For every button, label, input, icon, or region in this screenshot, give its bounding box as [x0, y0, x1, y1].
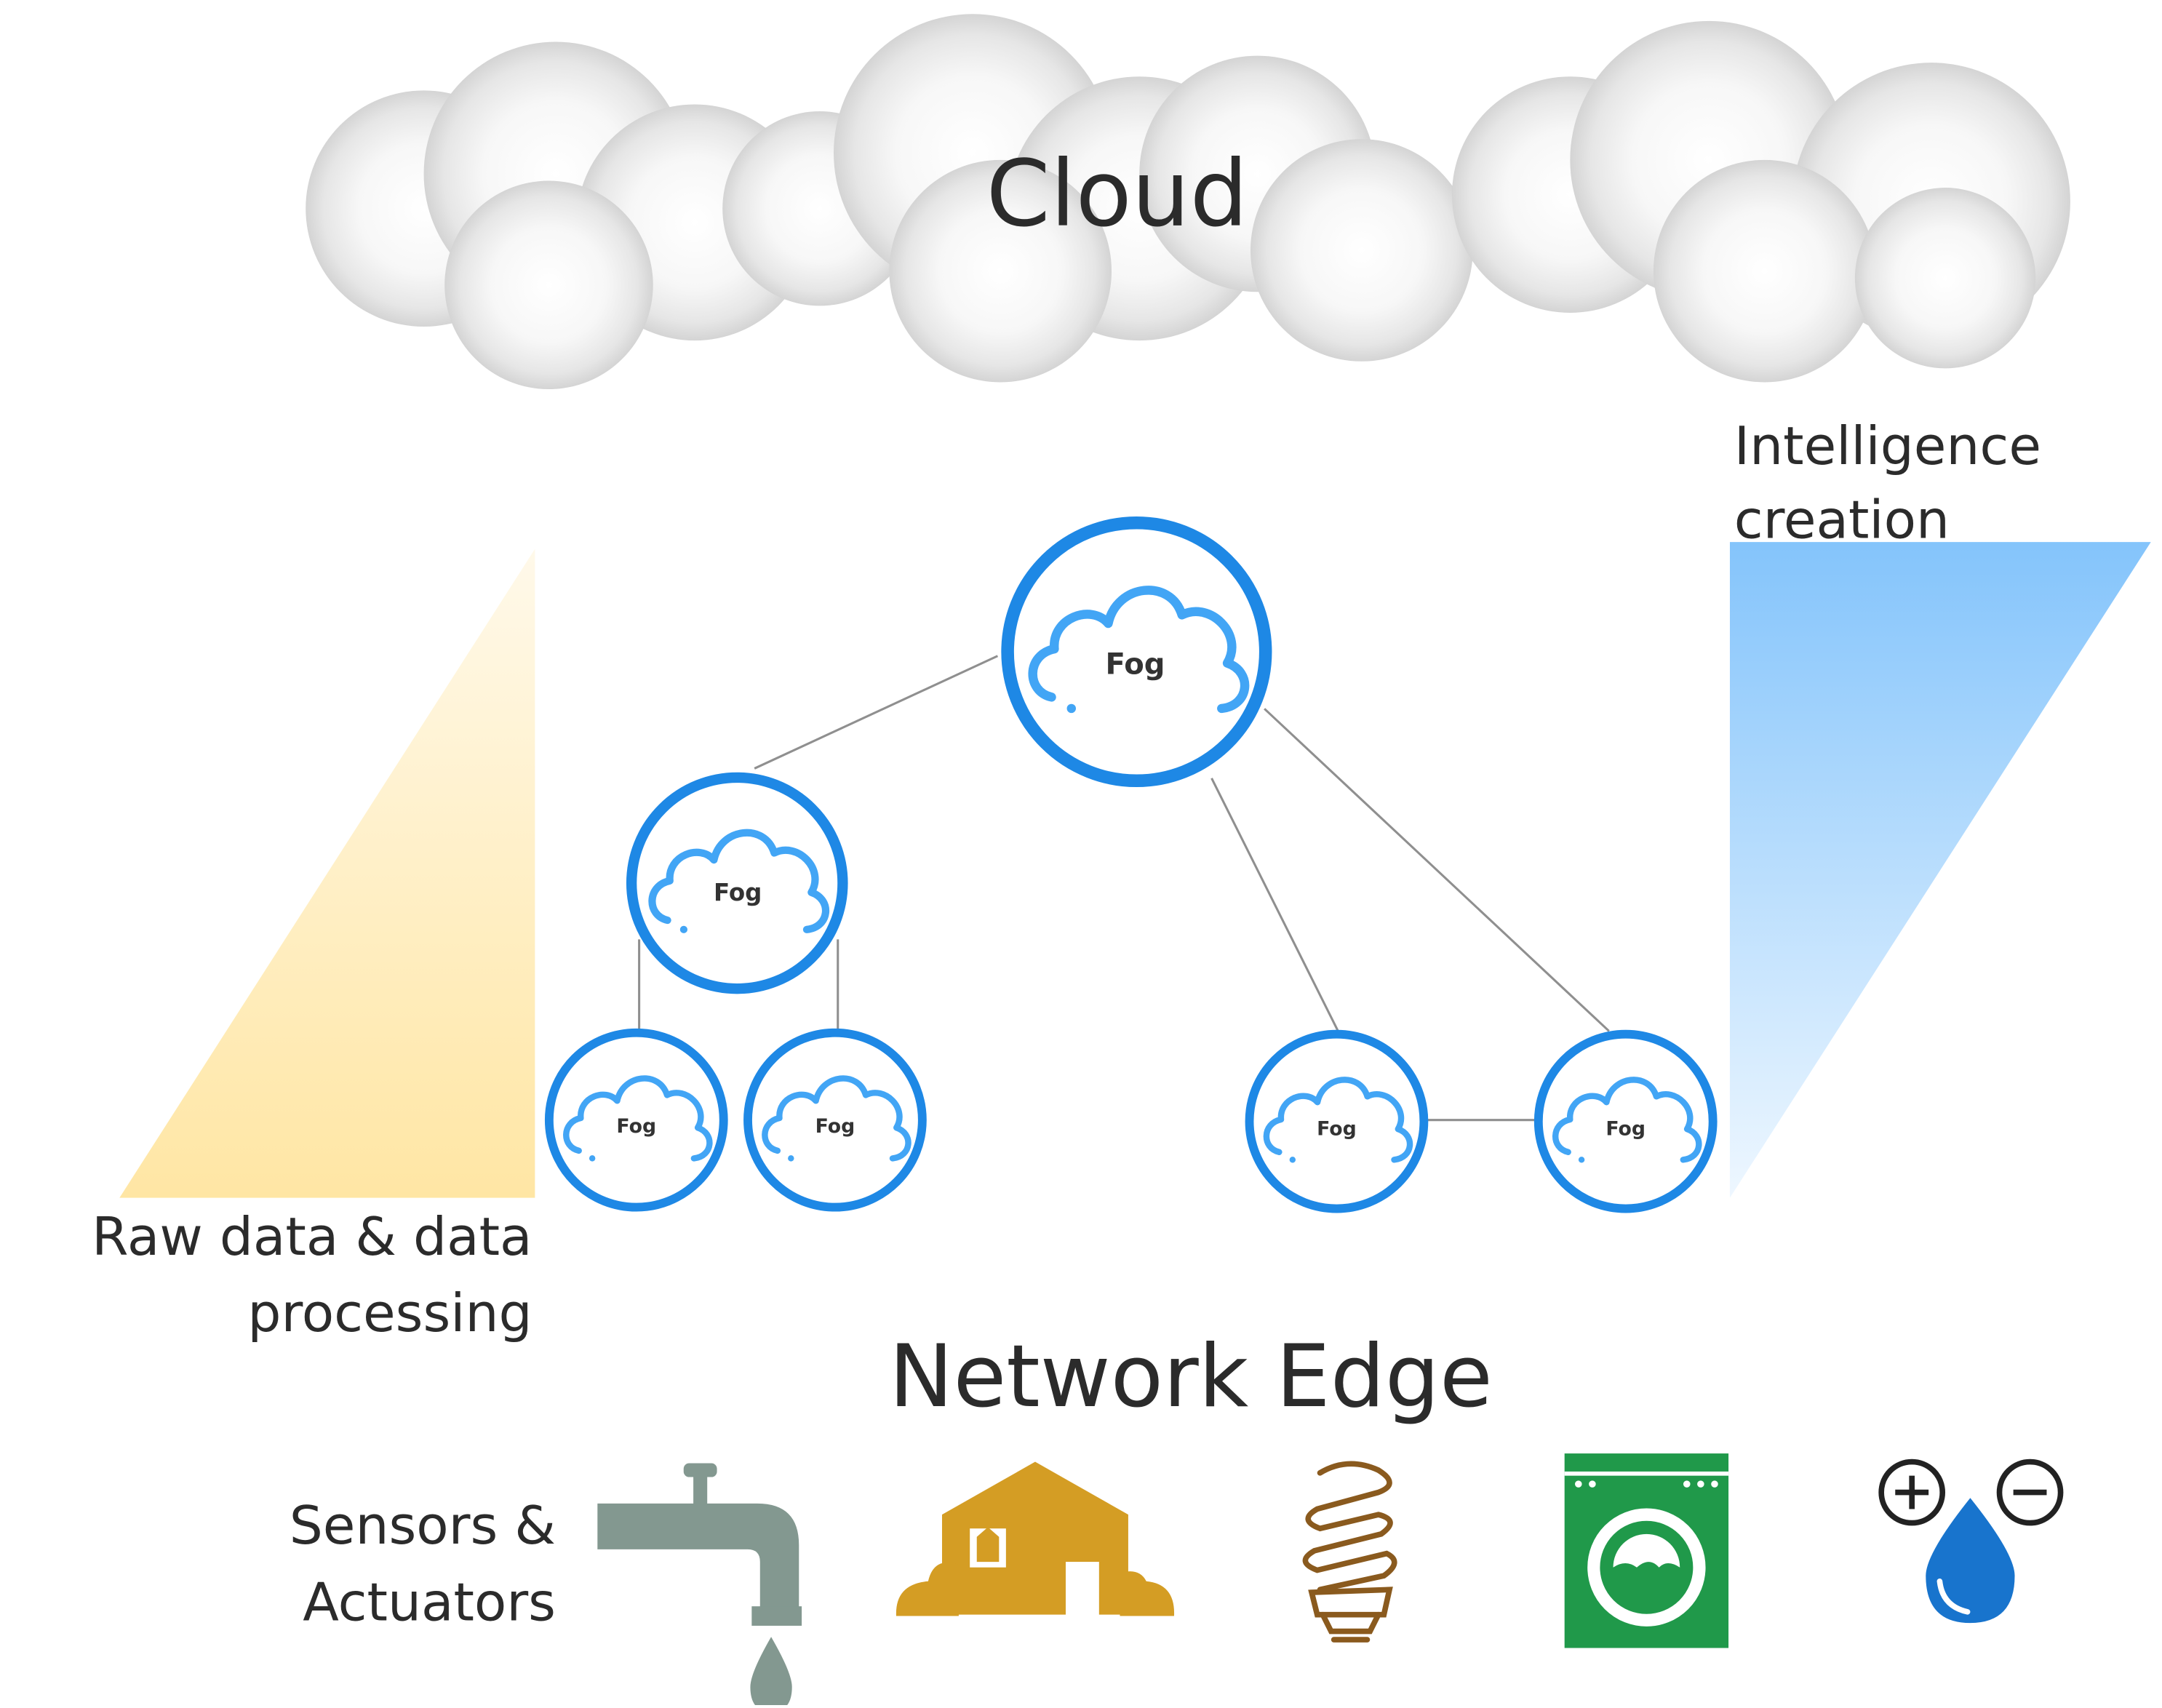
cloud-bank: Cloud — [306, 14, 2070, 390]
fog-node-leaf-4: Fog — [1539, 1034, 1713, 1209]
fog-node-mid-left: Fog — [631, 778, 842, 989]
raw-data-wedge — [119, 548, 535, 1198]
connector-top-midleft — [754, 655, 999, 770]
device-icons — [597, 1453, 2064, 1708]
fog-node-label: Fog — [1317, 1118, 1357, 1141]
fog-node-top: Fog — [1008, 523, 1266, 781]
connector-top-leaf4 — [1264, 708, 1610, 1032]
sensors-label-line2: Actuators — [303, 1572, 556, 1633]
intelligence-label: Intelligence creation — [1734, 416, 2041, 551]
fog-node-label: Fog — [616, 1115, 656, 1138]
intelligence-label-line2: creation — [1734, 490, 1950, 551]
raw-data-label: Raw data & data processing — [92, 1207, 532, 1344]
cloud-puffs — [306, 14, 2070, 390]
humidity-control-icon — [1878, 1458, 2064, 1624]
fog-connectors — [638, 655, 1610, 1122]
house-icon — [895, 1461, 1175, 1618]
raw-data-label-line1: Raw data & data — [92, 1207, 532, 1268]
fog-node-label: Fog — [1105, 648, 1165, 682]
intelligence-wedge — [1729, 542, 2151, 1198]
fog-node-label: Fog — [815, 1115, 855, 1138]
fog-node-leaf-1: Fog — [549, 1033, 724, 1208]
raw-data-label-line2: processing — [247, 1283, 532, 1344]
washing-machine-icon — [1564, 1453, 1729, 1648]
cloud-title: Cloud — [986, 140, 1248, 247]
fog-node-label: Fog — [1605, 1118, 1646, 1141]
fog-node-leaf-3: Fog — [1250, 1034, 1424, 1209]
intelligence-label-line1: Intelligence — [1734, 416, 2041, 477]
network-edge-title: Network Edge — [889, 1326, 1493, 1426]
light-bulb-icon — [1302, 1461, 1397, 1643]
fog-node-leaf-2: Fog — [748, 1033, 922, 1208]
sensors-label-line1: Sensors & — [290, 1496, 556, 1557]
connector-top-leaf3 — [1210, 778, 1339, 1032]
water-tap-icon — [597, 1463, 802, 1708]
fog-node-label: Fog — [714, 879, 762, 906]
sensors-actuators-label: Sensors & Actuators — [290, 1496, 556, 1633]
